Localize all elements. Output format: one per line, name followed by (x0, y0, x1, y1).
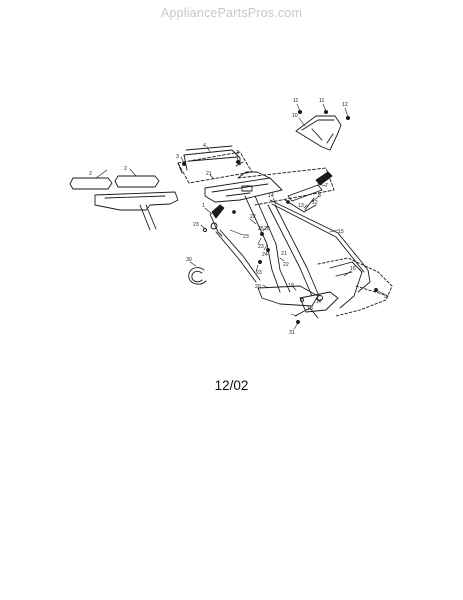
handle-grip-part (69, 175, 179, 231)
callout-label: 20 (264, 226, 270, 232)
callout-label: 8 (318, 193, 321, 199)
callout-label: 2 (124, 166, 127, 172)
control-panel (204, 171, 283, 203)
callout-label: 11 (293, 98, 298, 104)
callout-label: 19 (288, 283, 294, 289)
callout-label: 24 (262, 252, 268, 258)
clutch-lever-part (284, 171, 333, 213)
callout-label: 1 (202, 203, 205, 209)
date-code: 12/02 (214, 378, 249, 393)
callout-label: 22 (250, 214, 256, 220)
callout-label: 30 (186, 257, 192, 263)
callout-label: 3 (236, 150, 239, 156)
callout-label: 12 (312, 200, 318, 206)
callout-label: 3 (176, 154, 179, 160)
upper-handle-frame (177, 145, 244, 174)
callout-label: 7 (325, 183, 328, 189)
callout-label: 15 (338, 229, 344, 235)
callout-labels: 11 11 12 10 2 2 3 3 4 21 1 23 23 22 20 7… (89, 98, 387, 336)
lower-bracket-assembly (257, 261, 363, 319)
callout-label: 31 (289, 330, 295, 336)
callout-label: 25 (258, 226, 264, 232)
leader-lines (95, 103, 385, 330)
callout-label: 23 (258, 244, 264, 250)
callout-label: 11 (319, 98, 324, 104)
callout-label: 10 (292, 113, 298, 119)
spring-clip-part (188, 267, 207, 285)
callout-label: 23 (193, 222, 199, 228)
tine-guard-outline (317, 257, 393, 317)
callout-label: 16 (350, 266, 356, 272)
callout-label: 9 (384, 294, 387, 300)
drive-lever-part (203, 204, 261, 283)
callout-label: 2 (89, 171, 92, 177)
callout-label: 14 (268, 193, 274, 199)
callout-label: 23 (243, 234, 249, 240)
callout-label: 18 (307, 306, 313, 312)
callout-label: 20 (255, 284, 261, 290)
callout-label: 21 (281, 251, 287, 257)
callout-label: 17 (316, 299, 322, 305)
callout-label: 21 (206, 171, 212, 177)
callout-label: 22 (283, 262, 289, 268)
control-rod-part (269, 199, 371, 293)
watermark: AppliancePartsPros.com (160, 6, 303, 20)
callout-label: 4 (203, 143, 206, 149)
shield-part (295, 115, 342, 151)
callout-label: 23 (256, 270, 262, 276)
lower-handle-tubes (244, 195, 320, 297)
callout-label: 12 (342, 102, 348, 108)
callout-label: 13 (298, 203, 304, 209)
